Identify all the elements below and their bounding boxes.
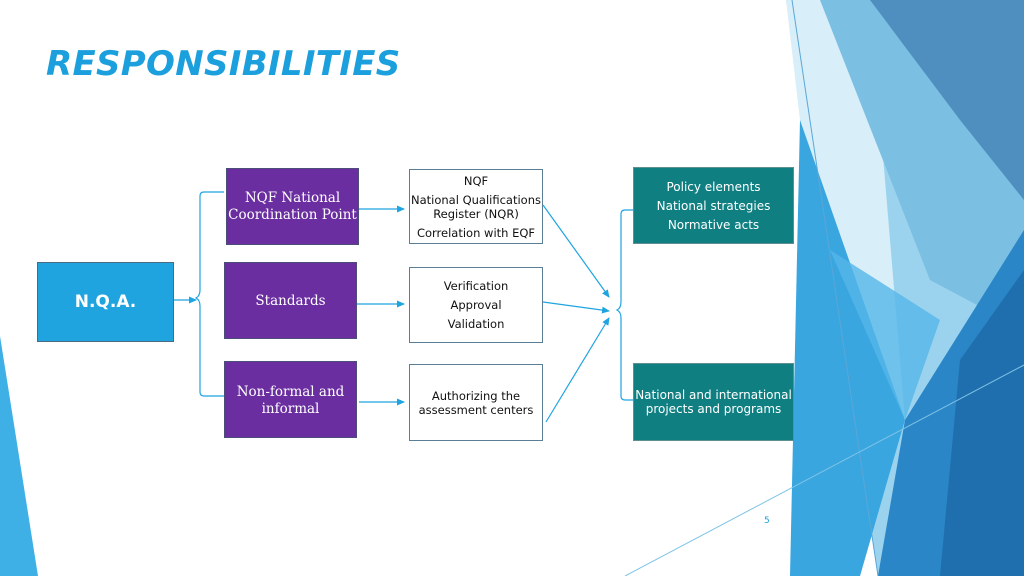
- detail-line: Validation: [447, 317, 505, 331]
- verification-detail-box: Verification Approval Validation: [409, 267, 543, 343]
- outcome-line: Normative acts: [667, 217, 760, 232]
- detail-arrow-1: [542, 204, 610, 298]
- detail-line: Register (NQR): [433, 206, 519, 221]
- branch-label-line: Non-formal and: [236, 384, 345, 400]
- left-accent-shape: [0, 336, 38, 576]
- detail-line: NQF: [463, 173, 489, 188]
- projects-outcome-box: National and international projects and …: [633, 363, 794, 441]
- nqf-coordination-box: NQF National Coordination Point: [226, 168, 359, 245]
- authorizing-detail-box: Authorizing the assessment centers: [409, 364, 543, 441]
- detail-line: National Qualifications: [411, 192, 541, 207]
- nqa-box: N.Q.A.: [37, 262, 174, 342]
- right-thin-line-1: [791, 0, 879, 576]
- detail-arrow-3: [545, 317, 610, 423]
- detail-line: assessment centers: [418, 402, 534, 417]
- detail-line: Verification: [443, 279, 509, 293]
- non-formal-box: Non-formal and informal: [224, 361, 357, 438]
- detail-arrow-2: [542, 301, 610, 314]
- outcome-line: Policy elements: [666, 179, 761, 194]
- detail-line: Approval: [450, 298, 502, 312]
- detail-line: Correlation with EQF: [416, 225, 536, 240]
- right-thin-line-2: [624, 364, 1024, 576]
- outcome-line: National strategies: [656, 198, 771, 213]
- nqa-label: N.Q.A.: [74, 292, 137, 312]
- branch-label-line: Coordination Point: [228, 206, 357, 223]
- page-number: 5: [764, 516, 770, 526]
- outcome-line: National and international: [635, 388, 792, 402]
- branch-label-line: informal: [261, 401, 320, 417]
- left-bracket: [194, 191, 224, 397]
- policy-outcome-box: Policy elements National strategies Norm…: [633, 167, 794, 244]
- slide-title: RESPONSIBILITIES: [46, 44, 401, 84]
- standards-box: Standards: [224, 262, 357, 339]
- right-facet-overlay: [830, 250, 940, 420]
- right-facet-deep: [940, 270, 1024, 576]
- branch-label-line: Standards: [255, 293, 326, 309]
- outcome-line: projects and programs: [645, 402, 782, 416]
- branch-label-line: NQF National: [244, 189, 341, 206]
- right-facet-steel: [870, 0, 1024, 200]
- nqf-detail-box: NQF National Qualifications Register (NQ…: [409, 169, 543, 244]
- detail-line: Authorizing the: [431, 388, 521, 403]
- right-facet-bright: [790, 120, 905, 576]
- right-bracket: [615, 209, 633, 401]
